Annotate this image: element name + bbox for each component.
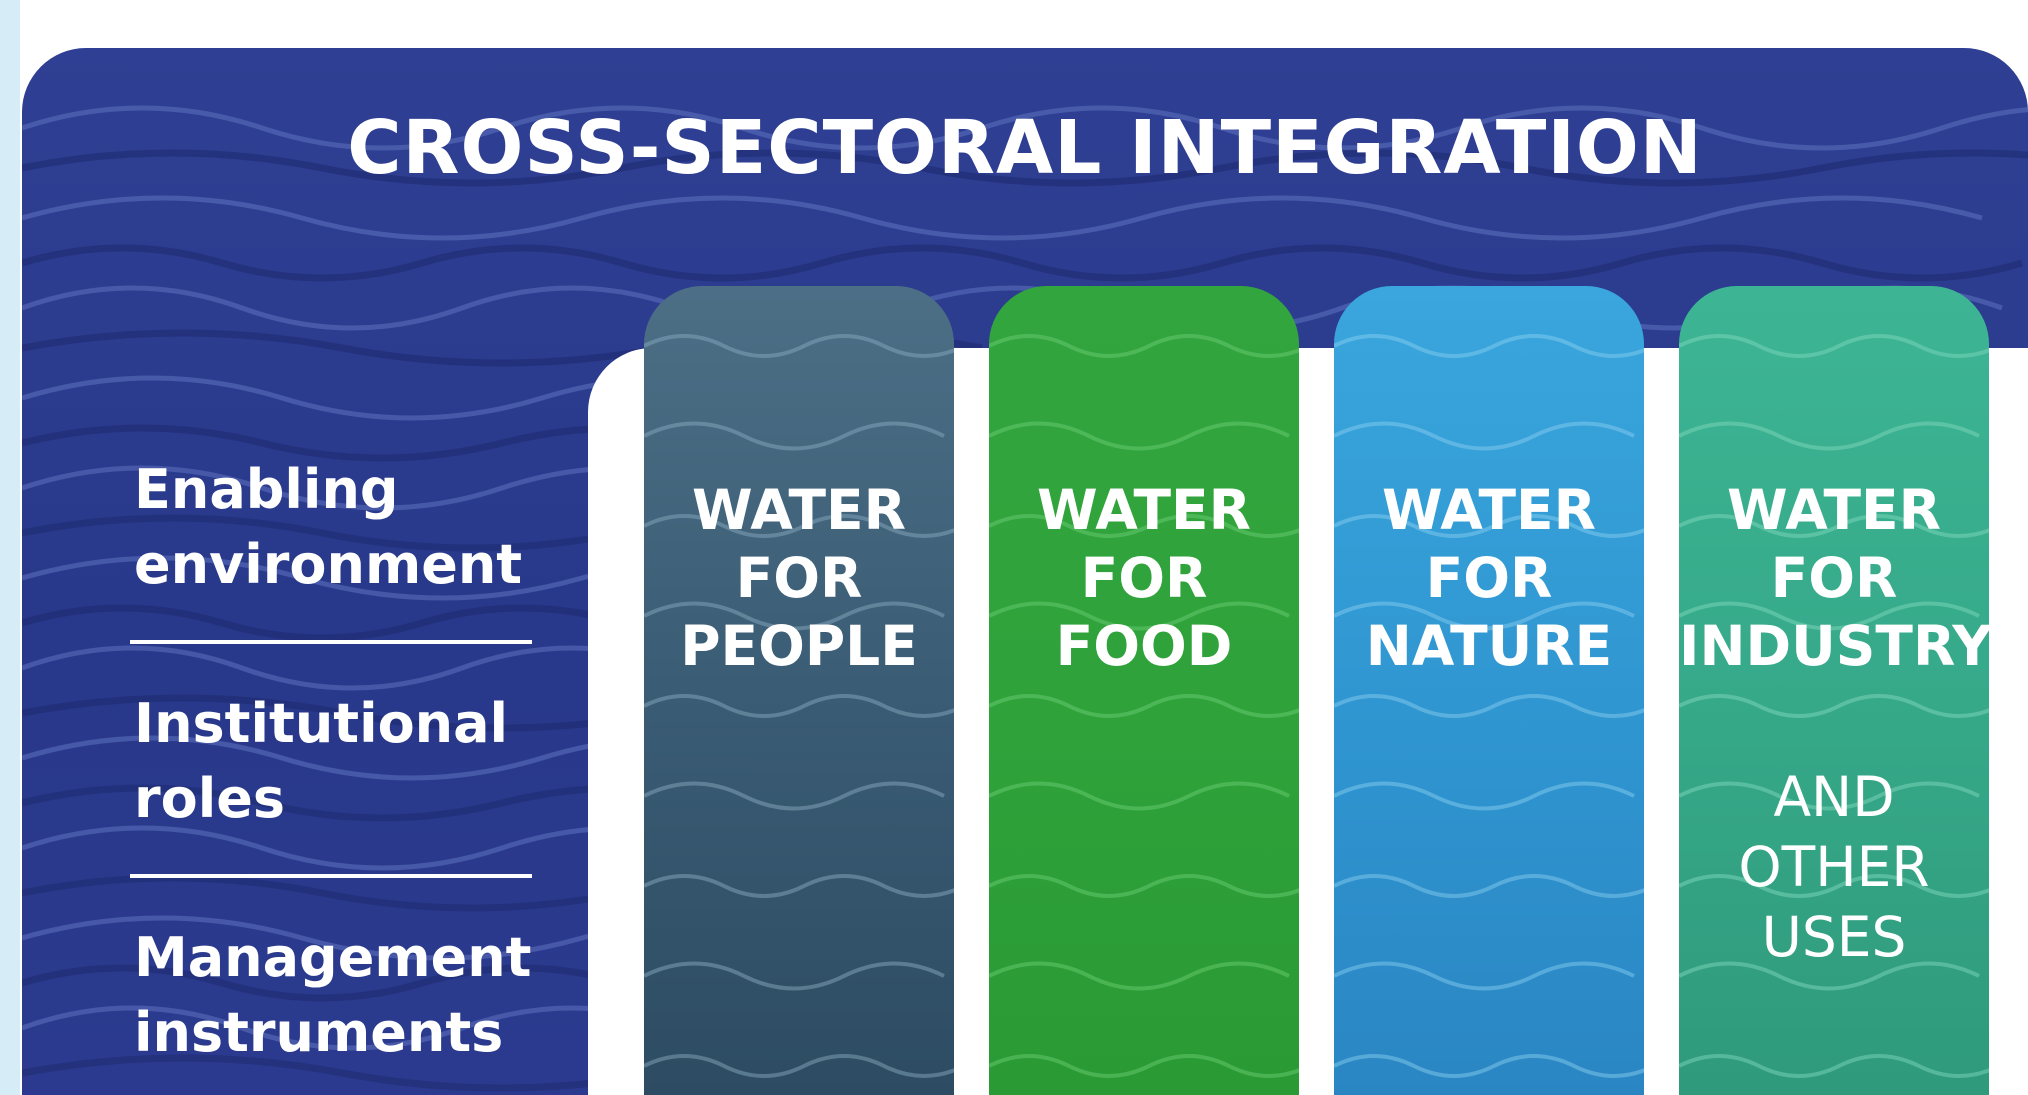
sector-title: WATER FOR INDUSTRY	[1679, 478, 1989, 678]
governance-item-institutional-roles: Institutional roles	[110, 644, 530, 874]
side-strip	[0, 0, 20, 1095]
sector-water-for-people: WATER FOR PEOPLE	[644, 286, 954, 1095]
water-texture	[1334, 334, 1644, 1078]
sector-title: WATER FOR NATURE	[1365, 478, 1613, 678]
sector-title: WATER FOR FOOD	[1037, 478, 1251, 678]
diagram-title: CROSS-SECTORAL INTEGRATION	[347, 105, 1703, 191]
divider	[130, 874, 532, 878]
governance-item-management-instruments: Management instruments	[110, 878, 532, 1095]
water-texture	[644, 334, 954, 1078]
divider	[130, 640, 532, 644]
governance-label: Management instruments	[134, 926, 532, 1064]
sector-title: WATER FOR PEOPLE	[680, 478, 918, 678]
water-texture	[1679, 334, 1989, 1078]
sector-water-for-nature: WATER FOR NATURE	[1334, 286, 1644, 1095]
governance-list: Enabling environment Institutional roles…	[110, 408, 532, 1095]
sector-water-for-industry: WATER FOR INDUSTRY AND OTHER USES	[1679, 286, 1989, 1095]
water-texture	[989, 334, 1299, 1078]
sector-subtitle: AND OTHER USES	[1738, 765, 1930, 969]
sector-water-for-food: WATER FOR FOOD	[989, 286, 1299, 1095]
governance-item-enabling-environment: Enabling environment	[110, 408, 530, 640]
governance-label: Enabling environment	[134, 458, 523, 596]
governance-label: Institutional roles	[134, 692, 509, 830]
